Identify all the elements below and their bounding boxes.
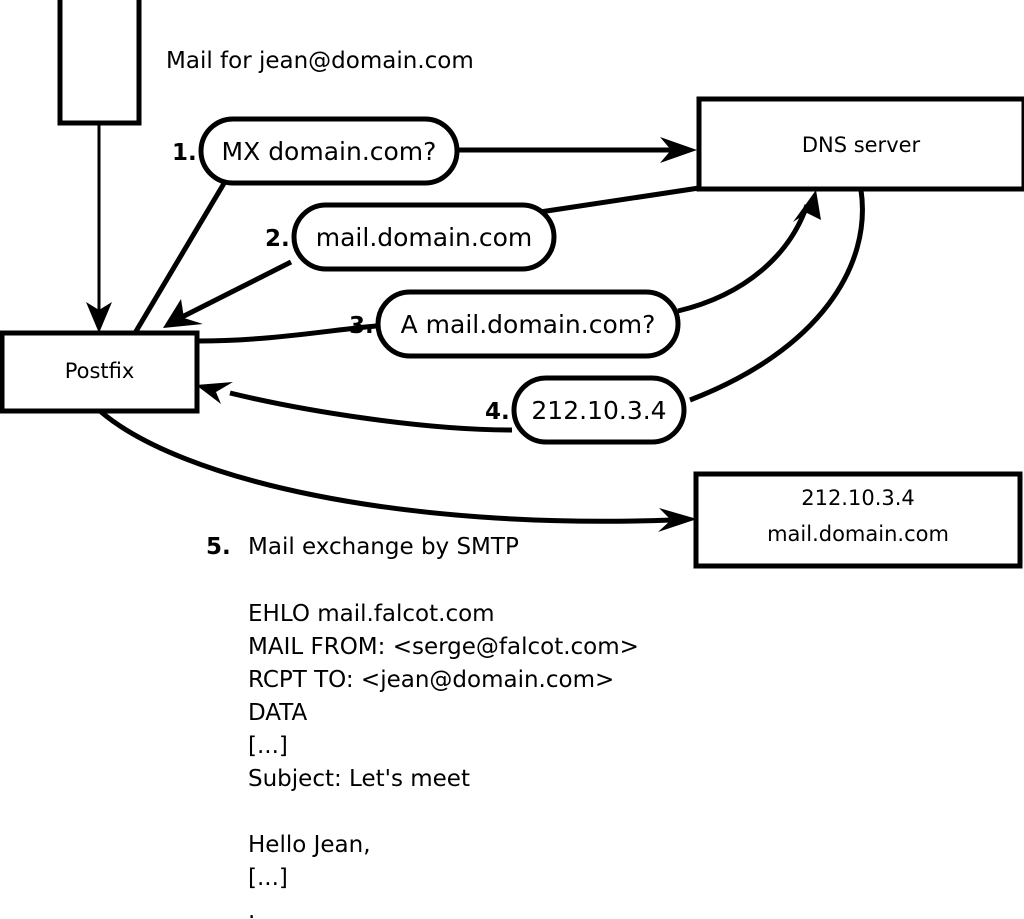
pill-step4-label: 212.10.3.4 <box>531 396 666 425</box>
step5-label: Mail exchange by SMTP <box>248 534 519 560</box>
transcript-line-4: [...] <box>248 733 288 759</box>
step3-number: 3. <box>349 313 374 339</box>
mail-server-hostname: mail.domain.com <box>767 522 949 546</box>
step5-number: 5. <box>206 534 231 560</box>
step4-arrowhead <box>196 382 233 404</box>
transcript-line-10: . <box>248 898 255 919</box>
mail-for-caption: Mail for jean@domain.com <box>166 48 474 74</box>
step3-arrowhead <box>793 190 821 222</box>
step5-line <box>98 409 673 524</box>
mail-server-ip: 212.10.3.4 <box>801 486 915 510</box>
step2-arrowhead <box>163 299 203 328</box>
transcript-line-8: [...] <box>248 865 288 891</box>
step2-number: 2. <box>265 226 290 252</box>
step4-line-to-postfix <box>229 390 513 433</box>
dns-server-box <box>696 96 1024 192</box>
pill-step3 <box>375 289 681 359</box>
transcript-line-1: MAIL FROM: <serge@falcot.com> <box>248 634 639 660</box>
pill-step2-label: mail.domain.com <box>316 223 532 252</box>
step3-line-from-postfix <box>196 323 377 344</box>
step4-line-from-dns <box>689 189 865 403</box>
transcript-line-3: DATA <box>248 700 308 726</box>
pill-step1 <box>198 116 460 186</box>
step4-number: 4. <box>485 399 510 425</box>
step5-arrowhead <box>658 508 697 532</box>
step1-arrowhead <box>660 137 697 163</box>
postfix-box <box>0 330 200 414</box>
step1-line-from-postfix <box>132 178 229 335</box>
transcript-line-2: RCPT TO: <jean@domain.com> <box>248 667 614 693</box>
step2-line-from-dns <box>539 185 700 215</box>
pill-step4 <box>511 375 687 445</box>
pill-step1-label: MX domain.com? <box>222 137 437 166</box>
transcript-line-0: EHLO mail.falcot.com <box>248 601 495 627</box>
transcript-line-7: Hello Jean, <box>248 832 371 858</box>
pill-step2 <box>291 202 557 272</box>
sender-box <box>57 0 142 126</box>
dns-server-label: DNS server <box>802 133 921 157</box>
step2-line-to-postfix <box>178 259 293 321</box>
postfix-label: Postfix <box>65 359 135 383</box>
sender-to-postfix-arrowhead <box>86 302 112 333</box>
step3-line-to-dns <box>677 204 810 314</box>
pill-step3-label: A mail.domain.com? <box>401 310 656 339</box>
transcript-line-5: Subject: Let's meet <box>248 766 470 792</box>
step1-number: 1. <box>172 140 197 166</box>
mail-server-box <box>693 471 1023 569</box>
